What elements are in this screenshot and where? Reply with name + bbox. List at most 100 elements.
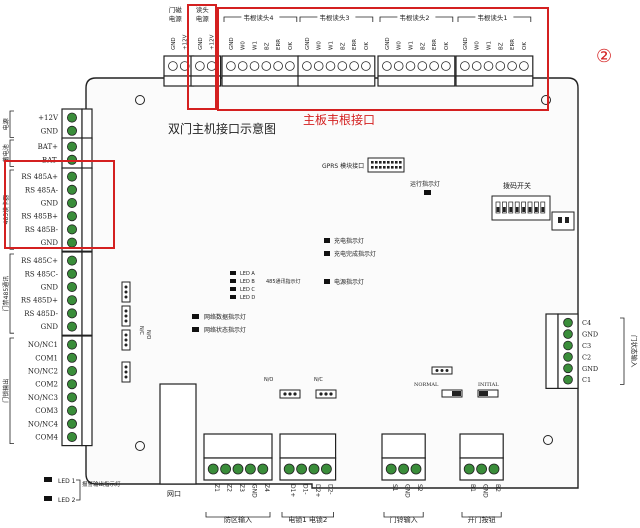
terminal-screw[interactable] (179, 61, 190, 71)
top-terminal-block[interactable] (190, 55, 222, 87)
left-terminal-block[interactable] (61, 335, 93, 447)
terminal-screw[interactable] (320, 463, 332, 475)
terminal-screw[interactable] (67, 431, 78, 442)
terminal-screw[interactable] (488, 463, 500, 475)
left-terminal-block[interactable] (61, 251, 93, 336)
left-terminal-block[interactable] (61, 137, 93, 169)
terminal-screw[interactable] (168, 61, 178, 71)
terminal-screw[interactable] (349, 61, 359, 71)
terminal-screw[interactable] (67, 197, 78, 208)
terminal-screw[interactable] (410, 463, 422, 475)
terminal-screw[interactable] (507, 61, 517, 71)
terminal-screw[interactable] (207, 463, 219, 475)
terminal-screw[interactable] (308, 463, 320, 475)
terminal-screw[interactable] (67, 211, 78, 222)
terminal-screw[interactable] (232, 463, 244, 475)
terminal-screw[interactable] (337, 61, 348, 71)
terminal-screw[interactable] (67, 352, 78, 363)
terminal-screw[interactable] (519, 61, 529, 71)
terminal-screw[interactable] (67, 405, 78, 416)
terminal-screw[interactable] (67, 308, 78, 319)
terminal-screw[interactable] (67, 281, 78, 292)
terminal-screw[interactable] (325, 61, 336, 71)
terminal-screw[interactable] (471, 61, 482, 71)
terminal-screw[interactable] (67, 339, 78, 350)
terminal-screw[interactable] (495, 61, 506, 71)
left-group-bracket (9, 337, 14, 444)
terminal-screw[interactable] (460, 61, 470, 71)
top-terminal-block[interactable] (377, 55, 456, 87)
terminal-screw[interactable] (563, 317, 573, 328)
terminal-screw[interactable] (67, 125, 78, 136)
terminal-screw[interactable] (257, 463, 269, 475)
terminal-screw[interactable] (244, 463, 256, 475)
terminal-screw[interactable] (273, 61, 283, 71)
terminal-screw[interactable] (220, 463, 232, 475)
terminal-screw[interactable] (283, 463, 295, 475)
terminal-screw[interactable] (563, 363, 573, 374)
terminal-screw[interactable] (67, 171, 78, 182)
terminal-screw[interactable] (463, 463, 475, 475)
nc-jumper[interactable] (315, 389, 337, 399)
terminal-screw[interactable] (261, 61, 272, 71)
terminal-screw[interactable] (67, 268, 78, 279)
terminal-screw[interactable] (382, 61, 392, 71)
terminal-screw[interactable] (67, 184, 78, 195)
top-terminal-block[interactable] (163, 55, 195, 87)
terminal-screw[interactable] (249, 61, 260, 71)
relay-jumper-column[interactable] (121, 281, 131, 383)
terminal-screw[interactable] (237, 61, 248, 71)
terminal-screw[interactable] (67, 295, 78, 306)
left-terminal-block[interactable] (61, 108, 93, 140)
terminal-screw[interactable] (563, 352, 573, 362)
terminal-screw[interactable] (405, 61, 416, 71)
terminal-screw[interactable] (393, 61, 404, 71)
right-terminal-block[interactable] (545, 313, 579, 390)
terminal-screw[interactable] (313, 61, 324, 71)
terminal-screw[interactable] (195, 61, 205, 71)
terminal-screw[interactable] (476, 463, 488, 475)
bottom-terminal-block[interactable] (279, 433, 337, 481)
ethernet-port[interactable] (159, 383, 197, 485)
terminal-screw[interactable] (302, 61, 312, 71)
bottom-terminal-block[interactable] (381, 433, 426, 481)
terminal-screw[interactable] (296, 463, 308, 475)
terminal-screw[interactable] (67, 418, 78, 429)
terminal-screw[interactable] (226, 61, 236, 71)
terminal-screw[interactable] (67, 392, 78, 403)
bottom-terminal-block[interactable] (203, 433, 273, 481)
right-group-bracket (620, 317, 625, 385)
top-terminal-block[interactable] (297, 55, 376, 87)
top-terminal-block[interactable] (455, 55, 534, 87)
terminal-screw[interactable] (67, 112, 78, 123)
initial-switch[interactable] (477, 389, 499, 398)
terminal-screw[interactable] (67, 321, 78, 332)
terminal-screw[interactable] (67, 224, 78, 235)
normal-switch[interactable] (441, 389, 463, 398)
dip-switch[interactable] (491, 195, 551, 221)
terminal-screw[interactable] (206, 61, 217, 71)
terminal-screw[interactable] (67, 379, 78, 390)
terminal-screw[interactable] (67, 237, 78, 248)
no-jumper[interactable] (279, 389, 301, 399)
terminal-screw[interactable] (441, 61, 451, 71)
terminal-screw[interactable] (417, 61, 428, 71)
mode-jumper[interactable] (431, 366, 453, 375)
terminal-screw[interactable] (67, 365, 78, 376)
terminal-screw[interactable] (563, 340, 573, 351)
terminal-screw[interactable] (398, 463, 410, 475)
terminal-screw[interactable] (429, 61, 439, 71)
terminal-screw[interactable] (67, 141, 78, 152)
terminal-screw[interactable] (67, 255, 78, 266)
bottom-terminal-block[interactable] (459, 433, 504, 481)
terminal-screw[interactable] (483, 61, 494, 71)
top-terminal-block[interactable] (221, 55, 300, 87)
terminal-screw[interactable] (385, 463, 397, 475)
left-terminal-block[interactable] (61, 167, 93, 252)
terminal-screw[interactable] (563, 374, 573, 385)
terminal-screw[interactable] (361, 61, 371, 71)
terminal-screw[interactable] (563, 329, 573, 339)
terminal-screw[interactable] (285, 61, 295, 71)
terminal-screw[interactable] (67, 154, 78, 165)
label-bg (317, 12, 356, 21)
